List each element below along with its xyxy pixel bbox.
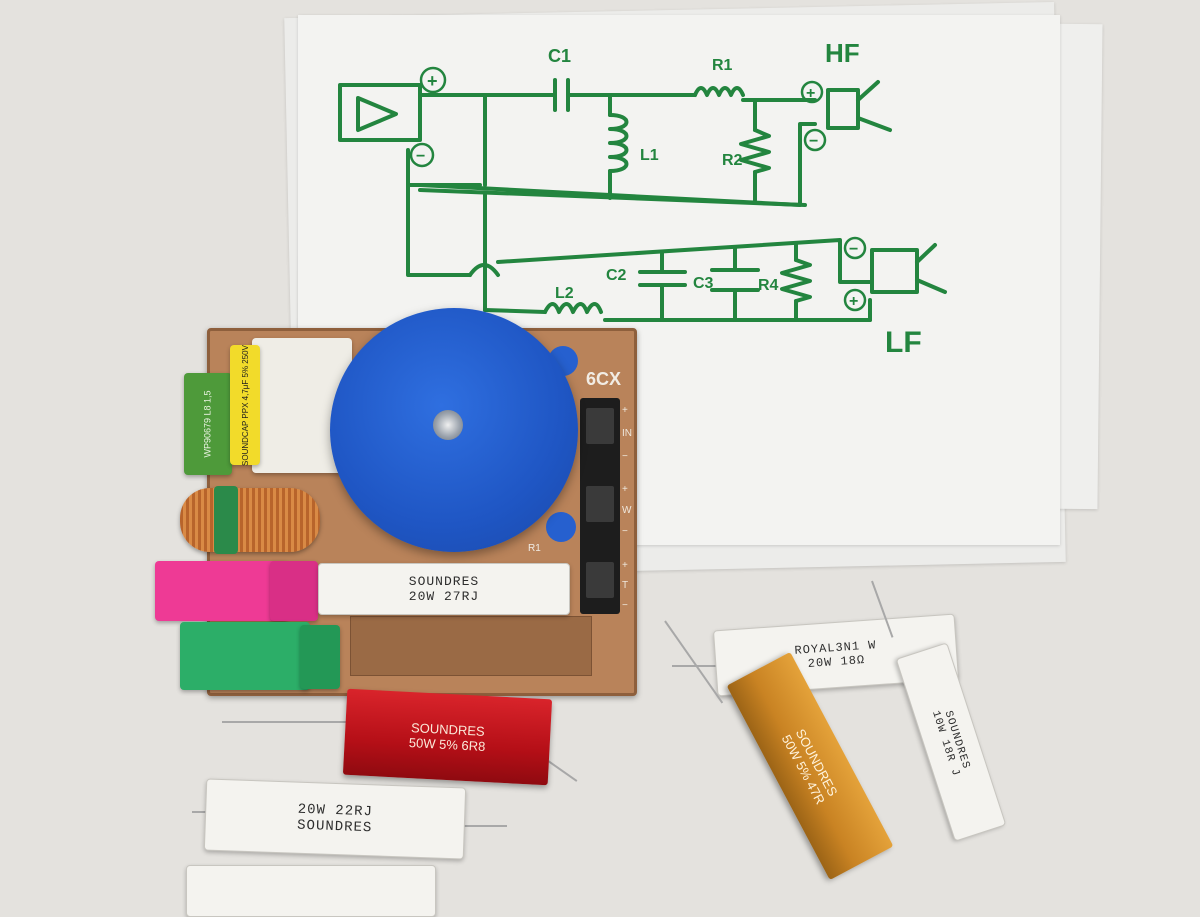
terminal-mark: − xyxy=(622,600,628,611)
terminal-mark: T xyxy=(622,580,629,591)
green-capacitor-end xyxy=(300,625,340,689)
speaker-terminal-block xyxy=(580,398,620,614)
yellow-film-capacitor: SOUNDCAP PPX 4,7μF 5% 250V xyxy=(230,345,260,465)
terminal-mark: − xyxy=(622,451,628,462)
terminal-mark: W xyxy=(622,505,632,516)
coil-cable-tie xyxy=(214,486,238,554)
label-c1: C1 xyxy=(548,46,571,66)
label-c3: C3 xyxy=(693,275,714,292)
pcb-pad xyxy=(350,616,592,676)
coil-mount-tab xyxy=(546,512,576,542)
white-cement-resistor-left: 20W 22RJ SOUNDRES xyxy=(203,778,467,860)
terminal-mark: + xyxy=(622,484,628,495)
label-hf: HF xyxy=(825,38,860,68)
plus-lf: + xyxy=(849,293,858,310)
label-l1: L1 xyxy=(640,147,659,164)
minus-amp: − xyxy=(416,148,425,165)
terminal-mark: + xyxy=(622,405,628,416)
board-model-label: 6CX xyxy=(586,369,622,389)
board-r1-silkscreen: R1 xyxy=(528,543,541,554)
pink-capacitor-end xyxy=(270,561,318,621)
white-cement-resistor-bottom xyxy=(186,865,436,917)
label-r4: R4 xyxy=(758,277,779,294)
resistor-lead xyxy=(192,811,212,813)
copper-air-coil xyxy=(180,488,320,552)
resistor-lead xyxy=(462,825,507,827)
label-l2: L2 xyxy=(555,285,574,302)
red-aluminium-resistor: SOUNDRES 50W 5% 6R8 xyxy=(342,688,553,786)
terminal-woofer xyxy=(586,486,614,522)
green-capacitor xyxy=(180,622,310,690)
terminal-mark: − xyxy=(622,526,628,537)
label-c2: C2 xyxy=(606,267,627,284)
terminal-tweeter xyxy=(586,562,614,598)
resistor-lead xyxy=(222,721,350,723)
label-r1: R1 xyxy=(712,57,733,74)
terminal-in xyxy=(586,408,614,444)
label-r2: R2 xyxy=(722,152,743,169)
plus-amp: + xyxy=(427,71,438,91)
label-lf: LF xyxy=(885,326,922,359)
minus-hf: − xyxy=(809,133,818,150)
coil-bolt xyxy=(433,410,463,440)
pink-capacitor xyxy=(155,561,288,621)
green-film-capacitor: WP90679 L8 1,5 xyxy=(184,373,232,475)
plus-hf: + xyxy=(806,85,815,102)
board-cement-resistor: SOUNDRES 20W 27RJ xyxy=(318,563,570,615)
minus-lf: − xyxy=(849,241,858,258)
terminal-mark: IN xyxy=(622,428,632,439)
terminal-mark: + xyxy=(622,560,628,571)
